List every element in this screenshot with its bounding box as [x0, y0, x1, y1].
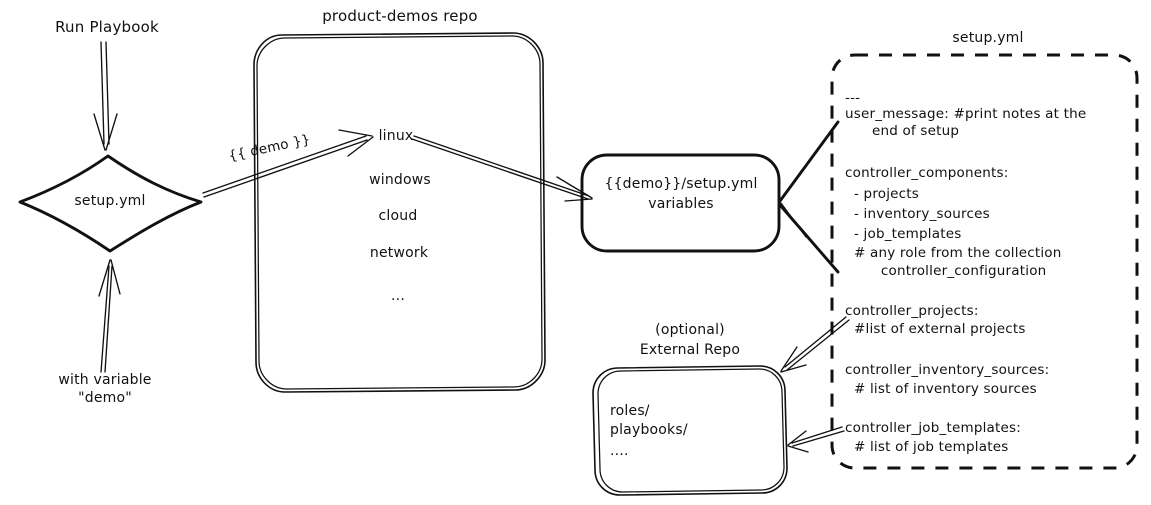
- yaml-block-doc-start: ---: [845, 90, 861, 106]
- repo-item-linux: linux: [378, 128, 414, 144]
- yaml-block-controller-components-line4: - job_templates: [845, 226, 962, 242]
- yaml-block-user-message-line2: end of setup: [845, 123, 960, 139]
- repo-item-network: network: [369, 245, 429, 261]
- label-setup-yml-title: setup.yml: [952, 30, 1024, 46]
- yaml-block-controller-components-line1: controller_components:: [845, 165, 1009, 181]
- label-repo-title: product-demos repo: [322, 7, 478, 25]
- external-repo-item-roles: roles/: [610, 403, 650, 419]
- node-external-repo-box[interactable]: [592, 365, 788, 496]
- external-repo-item-playbooks: playbooks/: [610, 422, 688, 438]
- label-external-repo-title-line1: (optional): [655, 322, 725, 338]
- yaml-block-controller-inventory-sources-line2: # list of inventory sources: [845, 381, 1037, 397]
- yaml-block-controller-projects-line2: #list of external projects: [845, 321, 1026, 337]
- edge-run-playbook-arrow: [93, 41, 118, 151]
- repo-item-ellipsis: ...: [391, 288, 405, 304]
- edge-projects-to-external-repo-arrow: [780, 316, 850, 373]
- edge-setup-to-linux-arrow: [202, 129, 374, 198]
- node-variables-box[interactable]: [580, 153, 781, 253]
- yaml-block-controller-job-templates-line1: controller_job_templates:: [845, 420, 1022, 436]
- yaml-block-controller-components-line5: # any role from the collection: [845, 245, 1062, 261]
- label-variables-line1: {{demo}}/setup.yml: [604, 176, 758, 192]
- yaml-block-controller-inventory-sources-line1: controller_inventory_sources:: [845, 362, 1050, 378]
- yaml-block-controller-components-line6: controller_configuration: [845, 263, 1047, 279]
- yaml-block-controller-projects-line1: controller_projects:: [845, 303, 979, 319]
- repo-item-windows: windows: [369, 172, 431, 188]
- label-with-variable: with variable "demo": [58, 372, 152, 406]
- edge-with-variable-arrow: [98, 259, 121, 373]
- edge-setupyml-to-variables: [778, 120, 840, 274]
- node-setup-diamond[interactable]: [18, 154, 203, 253]
- label-run-playbook: Run Playbook: [55, 18, 159, 36]
- node-setup-yml-file-box[interactable]: [830, 53, 1139, 470]
- yaml-block-controller-components-line3: - inventory_sources: [845, 206, 990, 222]
- node-repo-box[interactable]: [253, 32, 546, 393]
- yaml-block-controller-components-line2: - projects: [845, 186, 920, 202]
- external-repo-item-ellipsis: ....: [610, 443, 629, 459]
- edge-linux-to-variables-arrow: [411, 135, 593, 202]
- yaml-block-controller-job-templates-line2: # list of job templates: [845, 439, 1009, 455]
- edge-job-templates-to-external-repo-arrow: [787, 426, 845, 453]
- label-setup-diamond: setup.yml: [74, 193, 146, 209]
- yaml-block-user-message-line1: user_message: #print notes at the: [845, 106, 1087, 122]
- repo-item-cloud: cloud: [378, 208, 418, 224]
- label-variables-line2: variables: [648, 196, 714, 212]
- label-external-repo-title-line2: External Repo: [639, 342, 741, 358]
